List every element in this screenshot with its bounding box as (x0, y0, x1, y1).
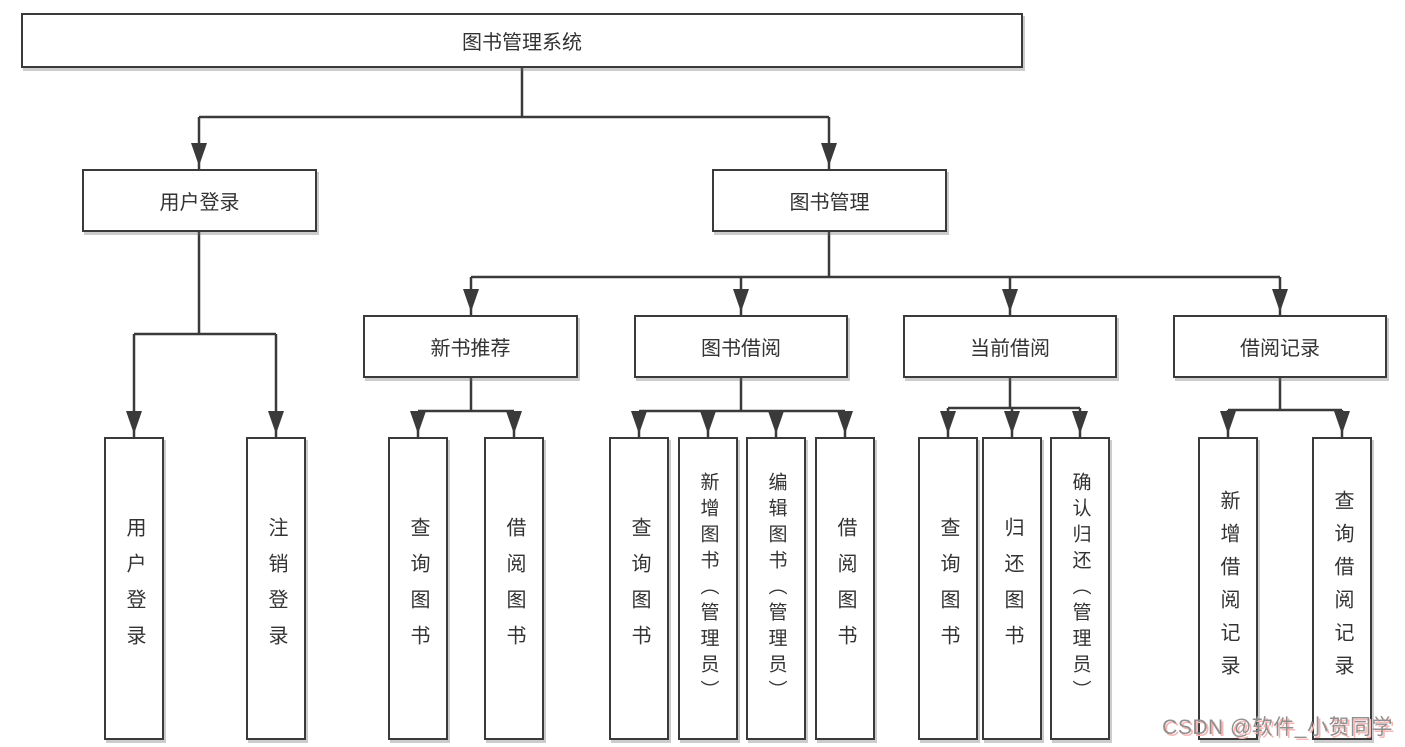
leaf-borrow-books-borrowing-label: 借阅图书 (834, 516, 856, 661)
node-root-label: 图书管理系统 (462, 32, 582, 54)
node-current-borrowing-label: 当前借阅 (970, 338, 1050, 360)
leaf-query-books-current-label: 查询图书 (937, 516, 959, 661)
leaf-add-book-admin: 新增图书（管理员） (678, 437, 738, 740)
leaf-add-borrow-record-label: 新增借阅记录 (1217, 489, 1239, 688)
leaf-query-books-recommend: 查询图书 (388, 437, 448, 740)
leaf-return-book: 归还图书 (982, 437, 1042, 740)
arrowheads (126, 143, 1350, 434)
leaf-edit-book-admin-label: 编辑图书（管理员） (765, 471, 787, 706)
node-new-book-recommendation-label: 新书推荐 (430, 338, 511, 360)
leaf-confirm-return-admin-label: 确认归还（管理员） (1069, 471, 1091, 706)
leaf-edit-book-admin: 编辑图书（管理员） (746, 437, 806, 740)
leaf-borrow-books-recommend-label: 借阅图书 (503, 516, 525, 661)
node-new-book-recommendation: 新书推荐 (363, 315, 578, 378)
node-borrowing-records-label: 借阅记录 (1240, 338, 1320, 360)
leaf-return-book-label: 归还图书 (1001, 516, 1023, 661)
node-user-login-label: 用户登录 (159, 192, 240, 214)
leaf-query-books-borrowing: 查询图书 (609, 437, 669, 740)
leaf-confirm-return-admin: 确认归还（管理员） (1050, 437, 1110, 740)
node-user-login: 用户登录 (82, 169, 317, 232)
node-book-borrowing: 图书借阅 (634, 315, 848, 378)
leaf-query-books-current: 查询图书 (918, 437, 978, 740)
leaf-add-book-admin-label: 新增图书（管理员） (697, 471, 719, 706)
node-borrowing-records: 借阅记录 (1173, 315, 1387, 378)
leaf-logout: 注销登录 (246, 437, 306, 740)
leaf-borrow-books-borrowing: 借阅图书 (815, 437, 875, 740)
leaf-query-borrow-record-label: 查询借阅记录 (1331, 489, 1353, 688)
node-current-borrowing: 当前借阅 (903, 315, 1117, 378)
node-book-borrowing-label: 图书借阅 (701, 338, 781, 360)
leaf-user-login: 用户登录 (104, 437, 164, 740)
node-book-management: 图书管理 (712, 169, 947, 232)
node-book-management-label: 图书管理 (789, 192, 870, 214)
leaf-logout-label: 注销登录 (265, 516, 287, 661)
watermark: CSDN @软件_小贺同学 (1162, 716, 1393, 739)
leaf-query-books-recommend-label: 查询图书 (407, 516, 429, 661)
leaf-query-books-borrowing-label: 查询图书 (628, 516, 650, 661)
leaf-user-login-label: 用户登录 (123, 516, 145, 661)
leaf-add-borrow-record: 新增借阅记录 (1198, 437, 1258, 740)
leaf-query-borrow-record: 查询借阅记录 (1312, 437, 1372, 740)
leaf-borrow-books-recommend: 借阅图书 (484, 437, 544, 740)
node-root-system: 图书管理系统 (21, 13, 1023, 68)
